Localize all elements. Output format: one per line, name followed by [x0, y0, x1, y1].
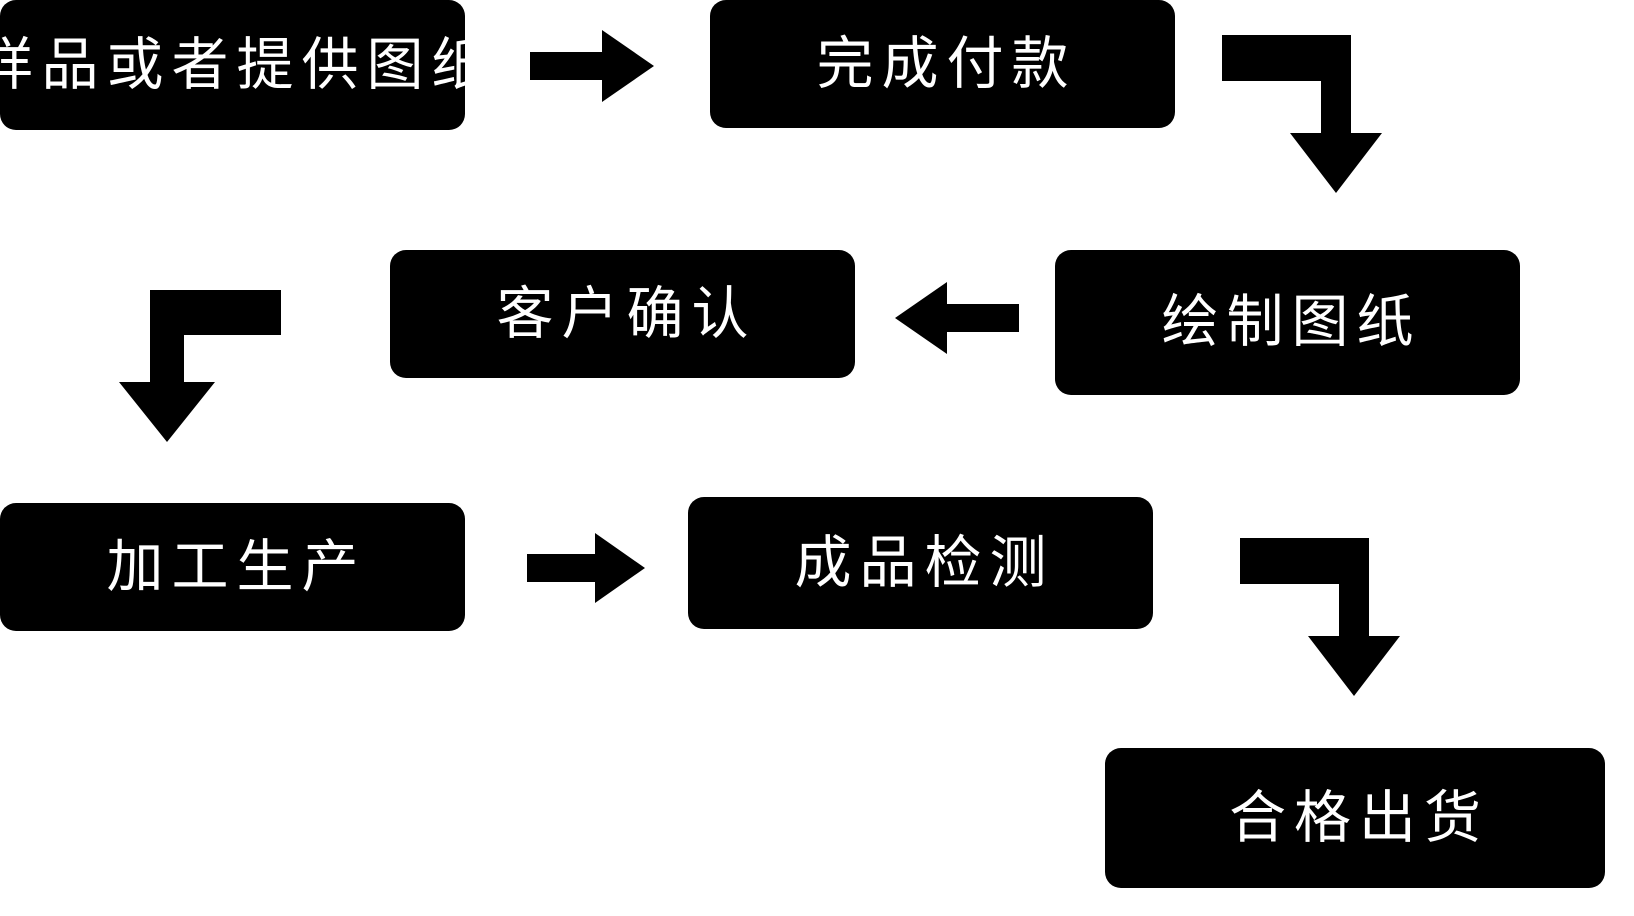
connector-production-to-inspection	[527, 533, 645, 603]
arrow-left-icon	[895, 282, 1019, 354]
node-production[interactable]: 加工生产	[0, 503, 465, 631]
connector-payment-to-drawing	[1222, 35, 1382, 193]
arrow-right-icon	[530, 30, 654, 102]
connector-inspection-to-shipment	[1240, 538, 1400, 696]
node-sample[interactable]: 样品或者提供图纸	[0, 0, 488, 130]
node-shipment[interactable]: 合格出货	[1105, 748, 1605, 888]
connector-sample-to-payment	[530, 30, 654, 102]
connector-drawing-to-confirm	[895, 282, 1019, 354]
node-sample-label: 样品或者提供图纸	[0, 32, 497, 97]
node-confirm-label: 客户确认	[496, 281, 757, 346]
node-shipment-label: 合格出货	[1229, 785, 1489, 850]
node-payment-label: 完成付款	[816, 31, 1077, 96]
node-drawing-label: 绘制图纸	[1161, 290, 1422, 354]
arrow-elbow-right-down-icon	[1222, 35, 1382, 193]
node-production-label: 加工生产	[106, 534, 367, 599]
arrow-elbow-right-down-icon	[1240, 538, 1400, 696]
node-confirm[interactable]: 客户确认	[390, 250, 855, 378]
arrow-right-icon	[527, 533, 645, 603]
node-payment[interactable]: 完成付款	[710, 0, 1175, 128]
node-drawing[interactable]: 绘制图纸	[1055, 250, 1520, 395]
node-inspection-label: 成品检测	[794, 530, 1055, 595]
node-inspection[interactable]: 成品检测	[688, 497, 1153, 629]
connector-confirm-to-production	[115, 290, 281, 442]
arrow-elbow-left-down-icon	[119, 290, 281, 442]
